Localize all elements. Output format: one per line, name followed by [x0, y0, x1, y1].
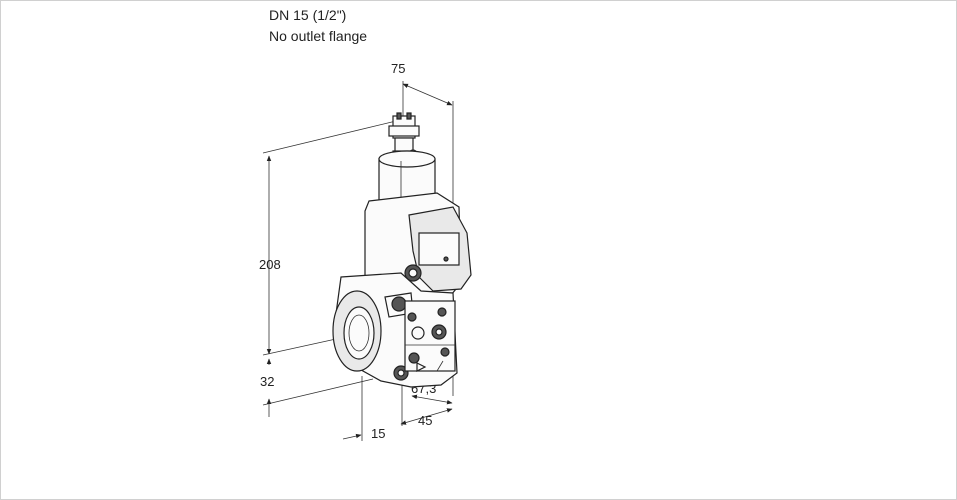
dim-label-45: 45	[418, 413, 432, 428]
dim-label-32: 32	[260, 374, 274, 389]
dim-label-15: 15	[371, 426, 385, 441]
dim-bottom-offset: 32	[260, 358, 374, 417]
dim-label-75: 75	[391, 61, 405, 76]
side-module	[404, 300, 456, 372]
dim-label-208: 208	[259, 257, 281, 272]
dim-height: 208	[259, 120, 397, 356]
valve-illustration	[332, 112, 472, 388]
title-nominal-size: DN 15 (1/2")	[269, 7, 347, 23]
dim-depth: 45	[400, 384, 453, 428]
actuator-housing	[364, 192, 472, 296]
dim-inlet-offset: 15	[342, 376, 385, 441]
title-flange-note: No outlet flange	[269, 28, 368, 44]
coil-cylinder	[378, 150, 436, 202]
